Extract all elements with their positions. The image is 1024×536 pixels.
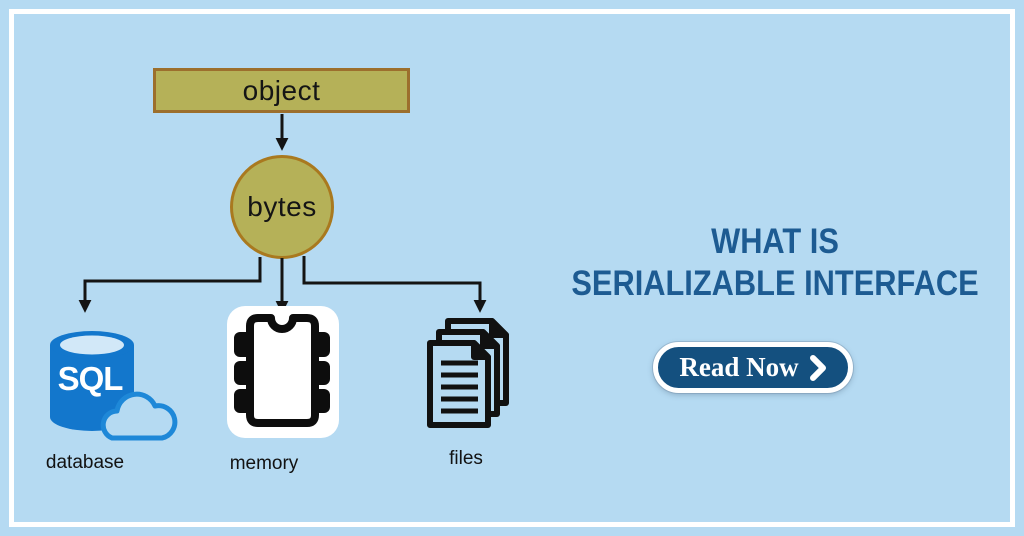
database-label: database [45,452,125,473]
bytes-node: bytes [230,155,334,259]
object-node: object [153,68,410,113]
arrow-bytes-to-database [78,257,262,313]
title-line-1: WHAT IS [711,222,839,261]
page-title: WHAT IS SERIALIZABLE INTERFACE [540,221,1010,305]
files-label: files [449,448,483,469]
arrow-bytes-to-files [302,256,487,313]
files-icon [427,318,509,428]
memory-label: memory [229,453,299,474]
title-line-2: SERIALIZABLE INTERFACE [571,264,979,303]
sql-text: SQL [58,360,124,397]
cloud-icon [100,391,178,441]
chevron-right-icon [809,354,827,381]
object-node-label: object [242,74,321,106]
memory-chip-icon [227,306,339,438]
read-now-label: Read Now [679,352,799,382]
read-now-button[interactable]: Read Now [653,342,853,393]
database-icon: SQL [50,331,178,441]
bytes-node-label: bytes [247,191,317,222]
